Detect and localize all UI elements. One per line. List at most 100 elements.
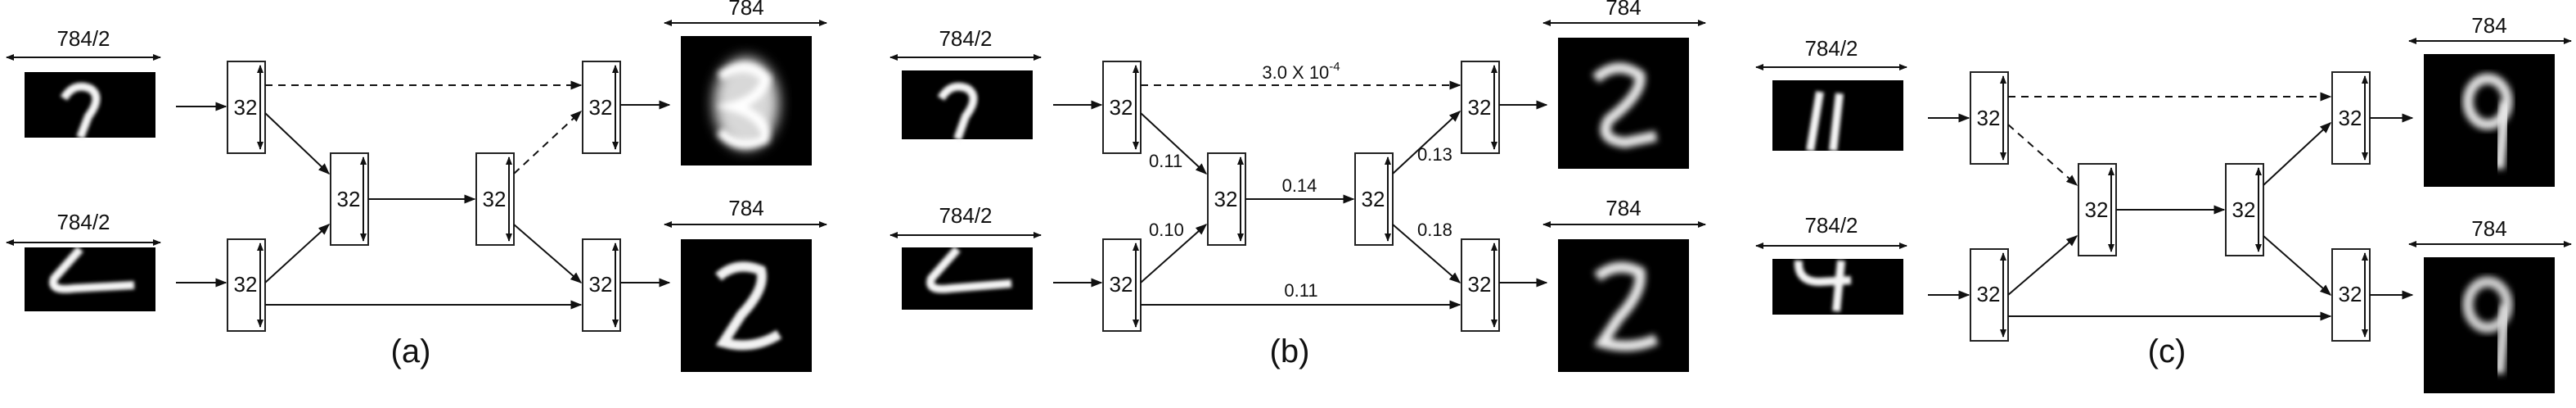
input-image-bottom-c: 784/2: [1755, 213, 1907, 315]
digit-stroke: [1806, 91, 1844, 152]
edge-in2-hid1: [264, 224, 331, 283]
layer-label: 32: [1214, 187, 1238, 211]
panel-caption-a: (a): [391, 333, 431, 369]
layer-box-in2: 32: [1102, 238, 1142, 332]
output-image-bottom-b: 784: [1542, 196, 1706, 372]
layer-label: 32: [589, 272, 613, 297]
layer-box-out1: 32: [1461, 61, 1500, 154]
layer-label: 32: [1977, 282, 2001, 306]
digit-stroke: [716, 62, 772, 149]
digit-stroke: [49, 246, 135, 293]
digit-stroke: [926, 246, 1012, 293]
layer-box-in2: 32: [1970, 248, 2009, 342]
digit-stroke: [1593, 261, 1659, 351]
dim-label-output-2: 784: [1605, 196, 1641, 220]
layer-label: 32: [2339, 282, 2362, 306]
edge-in1-hid1-dashed: [2007, 124, 2078, 186]
panel-a: 784/2 784/2 32 32 32: [6, 0, 827, 372]
dim-label-output-1: 784: [1605, 0, 1641, 20]
layer-label: 32: [1362, 187, 1385, 211]
input-image-bottom-a: 784/2: [6, 210, 161, 311]
dim-label-output-1: 784: [728, 0, 763, 20]
layer-box-in1: 32: [227, 61, 266, 154]
layer-label: 32: [483, 187, 507, 211]
digit-image: [902, 247, 1033, 310]
edge-label-in2-hid1: 0.10: [1149, 220, 1184, 240]
panel-c: 784/2 784/2 32 32 32: [1755, 13, 2572, 393]
layer-box-out2: 32: [582, 238, 621, 332]
edge-label-hid2-out1: 0.13: [1417, 144, 1452, 165]
layer-label: 32: [2085, 197, 2109, 222]
edge-hid2-out2: [2263, 235, 2332, 296]
digit-image: [25, 247, 155, 311]
digit-image: [902, 70, 1033, 139]
layer-box-out1: 32: [582, 61, 621, 154]
input-image-bottom-b: 784/2: [889, 203, 1042, 310]
output-image-top-a: 784: [664, 0, 827, 165]
layer-label: 32: [234, 95, 258, 120]
edge-label-in1-hid1: 0.11: [1149, 151, 1182, 171]
output-image-bottom-a: 784: [664, 196, 827, 372]
panel-b: 784/2 784/2 32 32 32: [889, 0, 1706, 372]
layer-box-hid2: 32: [2225, 163, 2264, 256]
layer-label: 32: [589, 95, 613, 120]
layer-label: 32: [1977, 106, 2001, 130]
digit-stroke: [2493, 101, 2511, 170]
output-image-bottom-c: 784: [2408, 216, 2572, 393]
edge-label-skip-bottom: 0.11: [1284, 280, 1317, 301]
panel-caption-c: (c): [2148, 333, 2186, 369]
layer-label: 32: [337, 187, 361, 211]
layer-box-hid2: 32: [1354, 152, 1394, 246]
digit-stroke: [2462, 276, 2513, 333]
edge-label-hid2-out2: 0.18: [1417, 220, 1452, 240]
edge-in1-hid1: [264, 112, 331, 175]
edge-in2-hid1: [1140, 224, 1208, 283]
dim-label-input-2: 784/2: [56, 210, 110, 234]
digit-stroke: [937, 82, 978, 141]
layer-box-out2: 32: [2331, 248, 2371, 342]
dim-label-output-2: 784: [2471, 216, 2506, 241]
layer-label: 32: [1110, 95, 1133, 120]
layer-label: 32: [1468, 95, 1492, 120]
dim-label-input-1: 784/2: [56, 26, 110, 51]
layer-label: 32: [234, 272, 258, 297]
output-image-top-b: 784: [1542, 0, 1706, 169]
input-image-top-c: 784/2: [1755, 36, 1907, 152]
output-image-top-c: 784: [2408, 13, 2572, 187]
digit-stroke: [1592, 62, 1658, 148]
digit-stroke: [2493, 304, 2511, 374]
layer-box-hid1: 32: [330, 152, 369, 246]
layer-box-hid2: 32: [475, 152, 515, 246]
layer-box-hid1: 32: [1207, 152, 1246, 246]
digit-stroke: [2462, 73, 2513, 130]
digit-stroke: [1794, 260, 1852, 312]
digit-stroke: [60, 82, 101, 139]
layer-label: 32: [1468, 272, 1492, 297]
layer-box-in1: 32: [1970, 71, 2009, 165]
dim-label-input-1: 784/2: [1804, 36, 1858, 61]
edge-hid2-out2: [1392, 224, 1461, 283]
edge-hid2-out1: [2263, 122, 2332, 186]
dim-label-input-1: 784/2: [939, 26, 992, 51]
layer-label: 32: [2232, 197, 2256, 222]
dim-label-output-1: 784: [2471, 13, 2506, 38]
edge-hid2-out1-dashed: [513, 111, 583, 175]
layer-label: 32: [2339, 106, 2362, 130]
layer-box-out1: 32: [2331, 71, 2371, 165]
digit-image: [25, 72, 155, 138]
layer-box-in1: 32: [1102, 61, 1142, 154]
layer-box-in2: 32: [227, 238, 266, 332]
edge-label-hid1-hid2: 0.14: [1282, 175, 1317, 196]
edge-in1-hid1: [1140, 112, 1208, 175]
panel-caption-b: (b): [1270, 333, 1310, 369]
input-image-top-a: 784/2: [6, 26, 161, 139]
layer-label: 32: [1110, 272, 1133, 297]
edge-hid2-out2: [513, 224, 583, 283]
digit-stroke: [714, 261, 782, 351]
edge-hid2-out1: [1392, 111, 1461, 175]
dim-label-input-2: 784/2: [1804, 213, 1858, 238]
edge-in2-hid1: [2007, 235, 2078, 296]
layer-box-out2: 32: [1461, 238, 1500, 332]
dim-label-output-2: 784: [728, 196, 763, 220]
